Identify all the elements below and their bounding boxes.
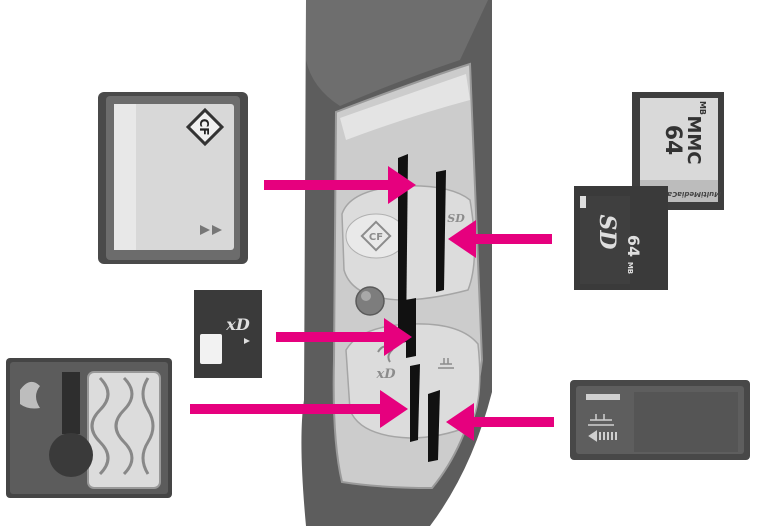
xd-picture-card-icon: xD xyxy=(194,290,262,378)
mmc-brand-text: MultiMediaCard xyxy=(658,190,721,198)
arrow-right-icon xyxy=(190,390,408,428)
mmc-card-icon: MMC 64 MB MultiMediaCard xyxy=(632,92,724,210)
device-bevel xyxy=(306,0,488,106)
memory-stick-icon xyxy=(570,380,750,460)
cf-card-logo-diamond xyxy=(185,107,225,147)
panel-highlight xyxy=(340,74,470,140)
xd-card-logo-text: xD xyxy=(225,315,250,334)
sd-card-logo-text: SD xyxy=(594,215,620,250)
arrow-right-icon xyxy=(276,318,412,356)
cf-slot-logo-icon xyxy=(360,220,392,252)
cf-slot[interactable] xyxy=(398,154,408,344)
device-front-panel: CF SD xD xyxy=(301,0,492,526)
cf-card-logo-text: CF xyxy=(197,118,211,135)
mmc-title-text: MMC xyxy=(683,115,704,164)
compactflash-card-icon: CF xyxy=(98,92,248,264)
cf-card-arrows xyxy=(200,225,222,235)
memory-stick-logo-icon xyxy=(588,414,614,426)
status-light xyxy=(355,286,385,316)
arrow-right-icon xyxy=(264,166,416,204)
memory-stick-slot-logo-icon xyxy=(438,358,454,369)
smartmedia-slot[interactable] xyxy=(410,364,420,442)
smartmedia-card-icon xyxy=(6,358,172,498)
mmc-capacity-unit-text: MB xyxy=(698,101,707,115)
sd-slot-logo-text: SD xyxy=(447,212,465,225)
arrow-left-icon xyxy=(448,220,552,258)
memory-stick-slot[interactable] xyxy=(428,390,440,462)
cf-slot-logo-text: CF xyxy=(369,232,383,243)
smartmedia-card-logo-icon xyxy=(20,381,40,409)
insertion-arrows xyxy=(190,166,554,441)
status-light-shine xyxy=(361,291,371,301)
sd-card-icon: SD 64 MB xyxy=(574,186,668,290)
sd-capacity-unit-text: MB xyxy=(626,262,634,274)
mmc-capacity-text: 64 xyxy=(660,125,685,156)
sd-mmc-slot[interactable] xyxy=(436,170,446,292)
xd-slot[interactable] xyxy=(406,298,416,358)
sd-capacity-text: 64 xyxy=(624,235,643,257)
arrow-left-icon xyxy=(446,403,554,441)
xd-slot-logo-text: xD xyxy=(375,367,396,382)
